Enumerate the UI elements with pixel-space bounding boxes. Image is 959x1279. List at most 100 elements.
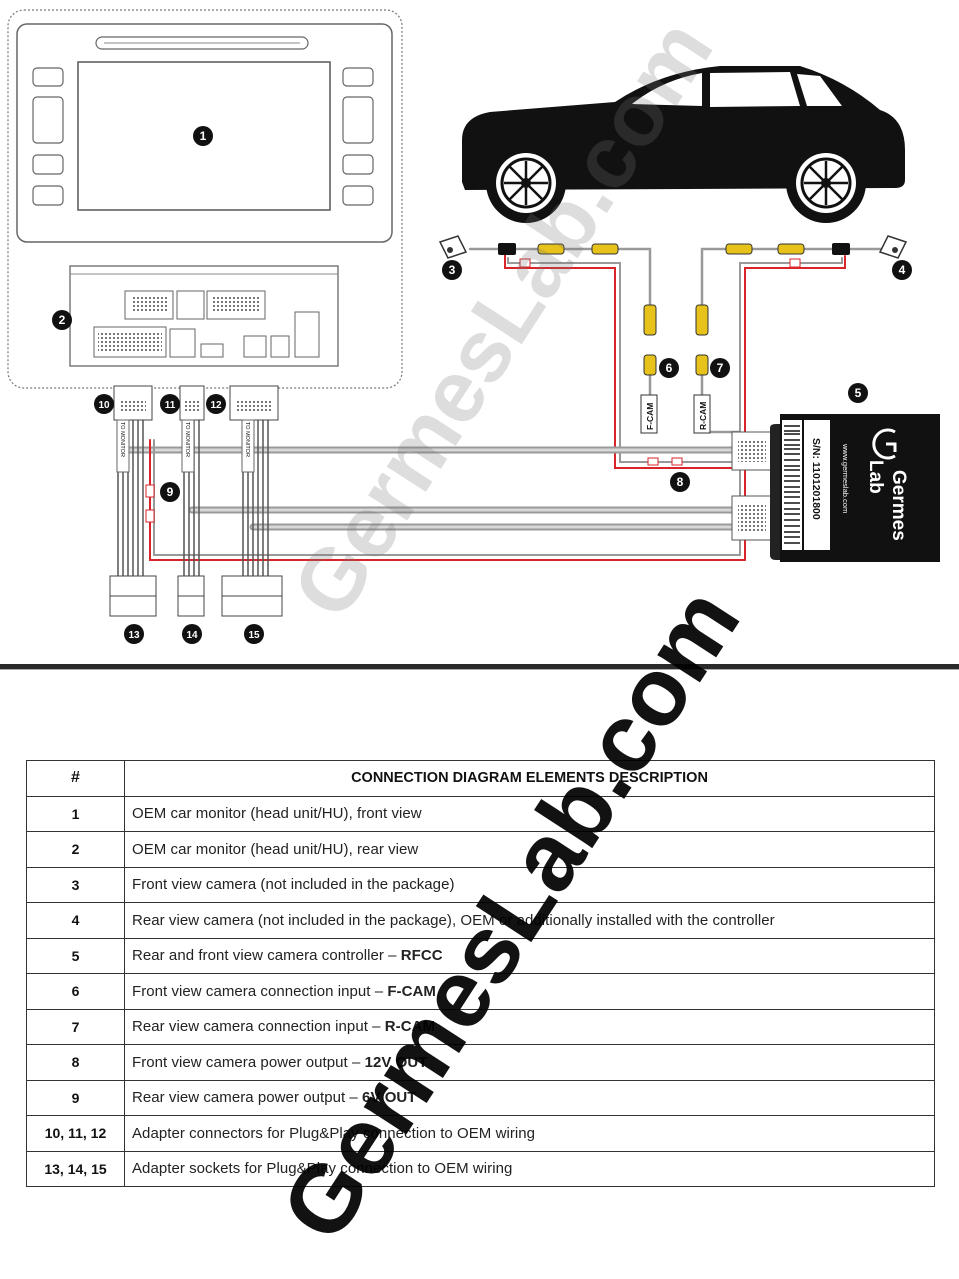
row-description-text: Rear and front view camera controller – bbox=[132, 947, 401, 965]
callout-label-3: 3 bbox=[449, 263, 456, 277]
callout-marker-7 bbox=[710, 358, 730, 378]
row-description: Adapter sockets for Plug&Play connection… bbox=[124, 1150, 935, 1187]
rear-camera bbox=[878, 235, 908, 259]
row-number: 4 bbox=[26, 902, 125, 939]
row-description-text: OEM car monitor (head unit/HU), rear vie… bbox=[132, 840, 419, 858]
callout-label-1: 1 bbox=[200, 129, 207, 143]
callout-label-2: 2 bbox=[59, 313, 66, 327]
row-description: Rear view camera (not included in the pa… bbox=[124, 902, 935, 939]
row-description: OEM car monitor (head unit/HU), front vi… bbox=[124, 795, 935, 832]
callout-marker-12 bbox=[206, 394, 226, 414]
rfcc-controller bbox=[770, 414, 940, 562]
row-description-text: Adapter connectors for Plug&Play connect… bbox=[132, 1124, 536, 1142]
row-number: 2 bbox=[26, 831, 125, 868]
car-silhouette bbox=[462, 66, 905, 223]
callout-marker-11 bbox=[160, 394, 180, 414]
row-number: 13, 14, 15 bbox=[26, 1150, 125, 1187]
row-description-text: Front view camera power output – bbox=[132, 1053, 365, 1071]
header-number: # bbox=[26, 760, 125, 797]
callout-marker-4 bbox=[892, 260, 912, 280]
callout-label-14: 14 bbox=[186, 630, 198, 641]
callout-marker-5 bbox=[848, 383, 868, 403]
row-description: Adapter connectors for Plug&Play connect… bbox=[124, 1115, 935, 1152]
row-description-code: 12V OUT bbox=[364, 1053, 428, 1071]
callout-marker-14 bbox=[182, 624, 202, 644]
head-unit-rear bbox=[69, 265, 339, 367]
row-description-code: F-CAM bbox=[387, 982, 436, 1000]
row-description-text: Rear view camera connection input – bbox=[132, 1018, 385, 1036]
callout-label-4: 4 bbox=[899, 263, 906, 277]
controller-serial: S/N: 1101201800 bbox=[810, 438, 822, 520]
callout-marker-9 bbox=[160, 482, 180, 502]
callout-label-10: 10 bbox=[98, 400, 110, 411]
row-description-code: R-CAM bbox=[384, 1018, 436, 1036]
row-number: 10, 11, 12 bbox=[26, 1115, 125, 1152]
callout-marker-1 bbox=[193, 126, 213, 146]
description-table: # CONNECTION DIAGRAM ELEMENTS DESCRIPTIO… bbox=[26, 760, 935, 1187]
harness-label-11: TO MONITOR bbox=[184, 422, 190, 457]
f-cam-label: F-CAM bbox=[645, 403, 655, 430]
row-description-code: RFCC bbox=[400, 947, 443, 965]
table-row: 2 OEM car monitor (head unit/HU), rear vi… bbox=[26, 831, 935, 868]
row-description-text: Front view camera (not included in the p… bbox=[132, 876, 455, 894]
section-divider-shadow bbox=[0, 669, 959, 670]
controller-brand-line2: Lab bbox=[865, 460, 886, 494]
controller-text: S/N: 1101201800 www.germeslab.com Germes… bbox=[810, 438, 909, 541]
table-row: 3 Front view camera (not included in the … bbox=[26, 866, 935, 903]
section-divider bbox=[0, 664, 959, 669]
row-number: 7 bbox=[26, 1008, 125, 1045]
row-number: 3 bbox=[26, 866, 125, 903]
harness-connectors-top bbox=[113, 385, 279, 473]
header-description: CONNECTION DIAGRAM ELEMENTS DESCRIPTION bbox=[124, 760, 935, 797]
row-description-text: Rear view camera power output – bbox=[132, 1089, 363, 1107]
row-description: OEM car monitor (head unit/HU), rear vie… bbox=[124, 831, 935, 868]
row-number: 9 bbox=[26, 1079, 125, 1116]
row-description-text: Rear view camera (not included in the pa… bbox=[132, 911, 775, 929]
front-camera bbox=[438, 235, 468, 259]
row-number: 6 bbox=[26, 973, 125, 1010]
harness-label-10: TO MONITOR bbox=[119, 422, 125, 457]
callout-marker-8 bbox=[670, 472, 690, 492]
controller-connectors bbox=[731, 431, 773, 541]
controller-brand-line1: Germes bbox=[888, 470, 909, 541]
row-description: Rear and front view camera controller – … bbox=[124, 937, 935, 974]
table-row: 4 Rear view camera (not included in the p… bbox=[26, 902, 935, 939]
rca-connectors bbox=[145, 243, 850, 523]
table-header-row: # CONNECTION DIAGRAM ELEMENTS DESCRIPTIO… bbox=[26, 760, 935, 797]
row-description: Front view camera power output – 12V OUT bbox=[124, 1044, 935, 1081]
callout-label-9: 9 bbox=[167, 485, 174, 499]
callout-marker-6 bbox=[659, 358, 679, 378]
row-description: Rear view camera connection input – R-CA… bbox=[124, 1008, 935, 1045]
row-description: Front view camera (not included in the p… bbox=[124, 866, 935, 903]
callout-marker-10 bbox=[94, 394, 114, 414]
table-row: 10, 11, 12 Adapter connectors for Plug&Pl… bbox=[26, 1115, 935, 1152]
harness-label-12: TO MONITOR bbox=[244, 422, 250, 457]
callout-label-6: 6 bbox=[666, 361, 673, 375]
callout-marker-2 bbox=[52, 310, 72, 330]
row-description-text: Adapter sockets for Plug&Play connection… bbox=[132, 1160, 513, 1178]
callout-label-8: 8 bbox=[677, 475, 684, 489]
controller-website: www.germeslab.com bbox=[841, 443, 850, 513]
row-number: 8 bbox=[26, 1044, 125, 1081]
callout-label-7: 7 bbox=[717, 361, 724, 375]
germeslab-logo bbox=[872, 428, 897, 460]
callout-marker-15 bbox=[244, 624, 264, 644]
callout-label-5: 5 bbox=[855, 386, 862, 400]
row-number: 5 bbox=[26, 937, 125, 974]
callout-marker-3 bbox=[442, 260, 462, 280]
callout-label-12: 12 bbox=[210, 400, 222, 411]
cable-labels: F-CAM R-CAM TO MONITOR TO MONITOR TO MON… bbox=[119, 402, 708, 457]
row-number: 1 bbox=[26, 795, 125, 832]
connection-diagram: S/N: 1101201800 www.germeslab.com Germes… bbox=[7, 9, 940, 644]
row-description: Rear view camera power output – 6V OUT bbox=[124, 1079, 935, 1116]
callout-marker-13 bbox=[124, 624, 144, 644]
harness-connectors-bottom bbox=[109, 575, 283, 617]
